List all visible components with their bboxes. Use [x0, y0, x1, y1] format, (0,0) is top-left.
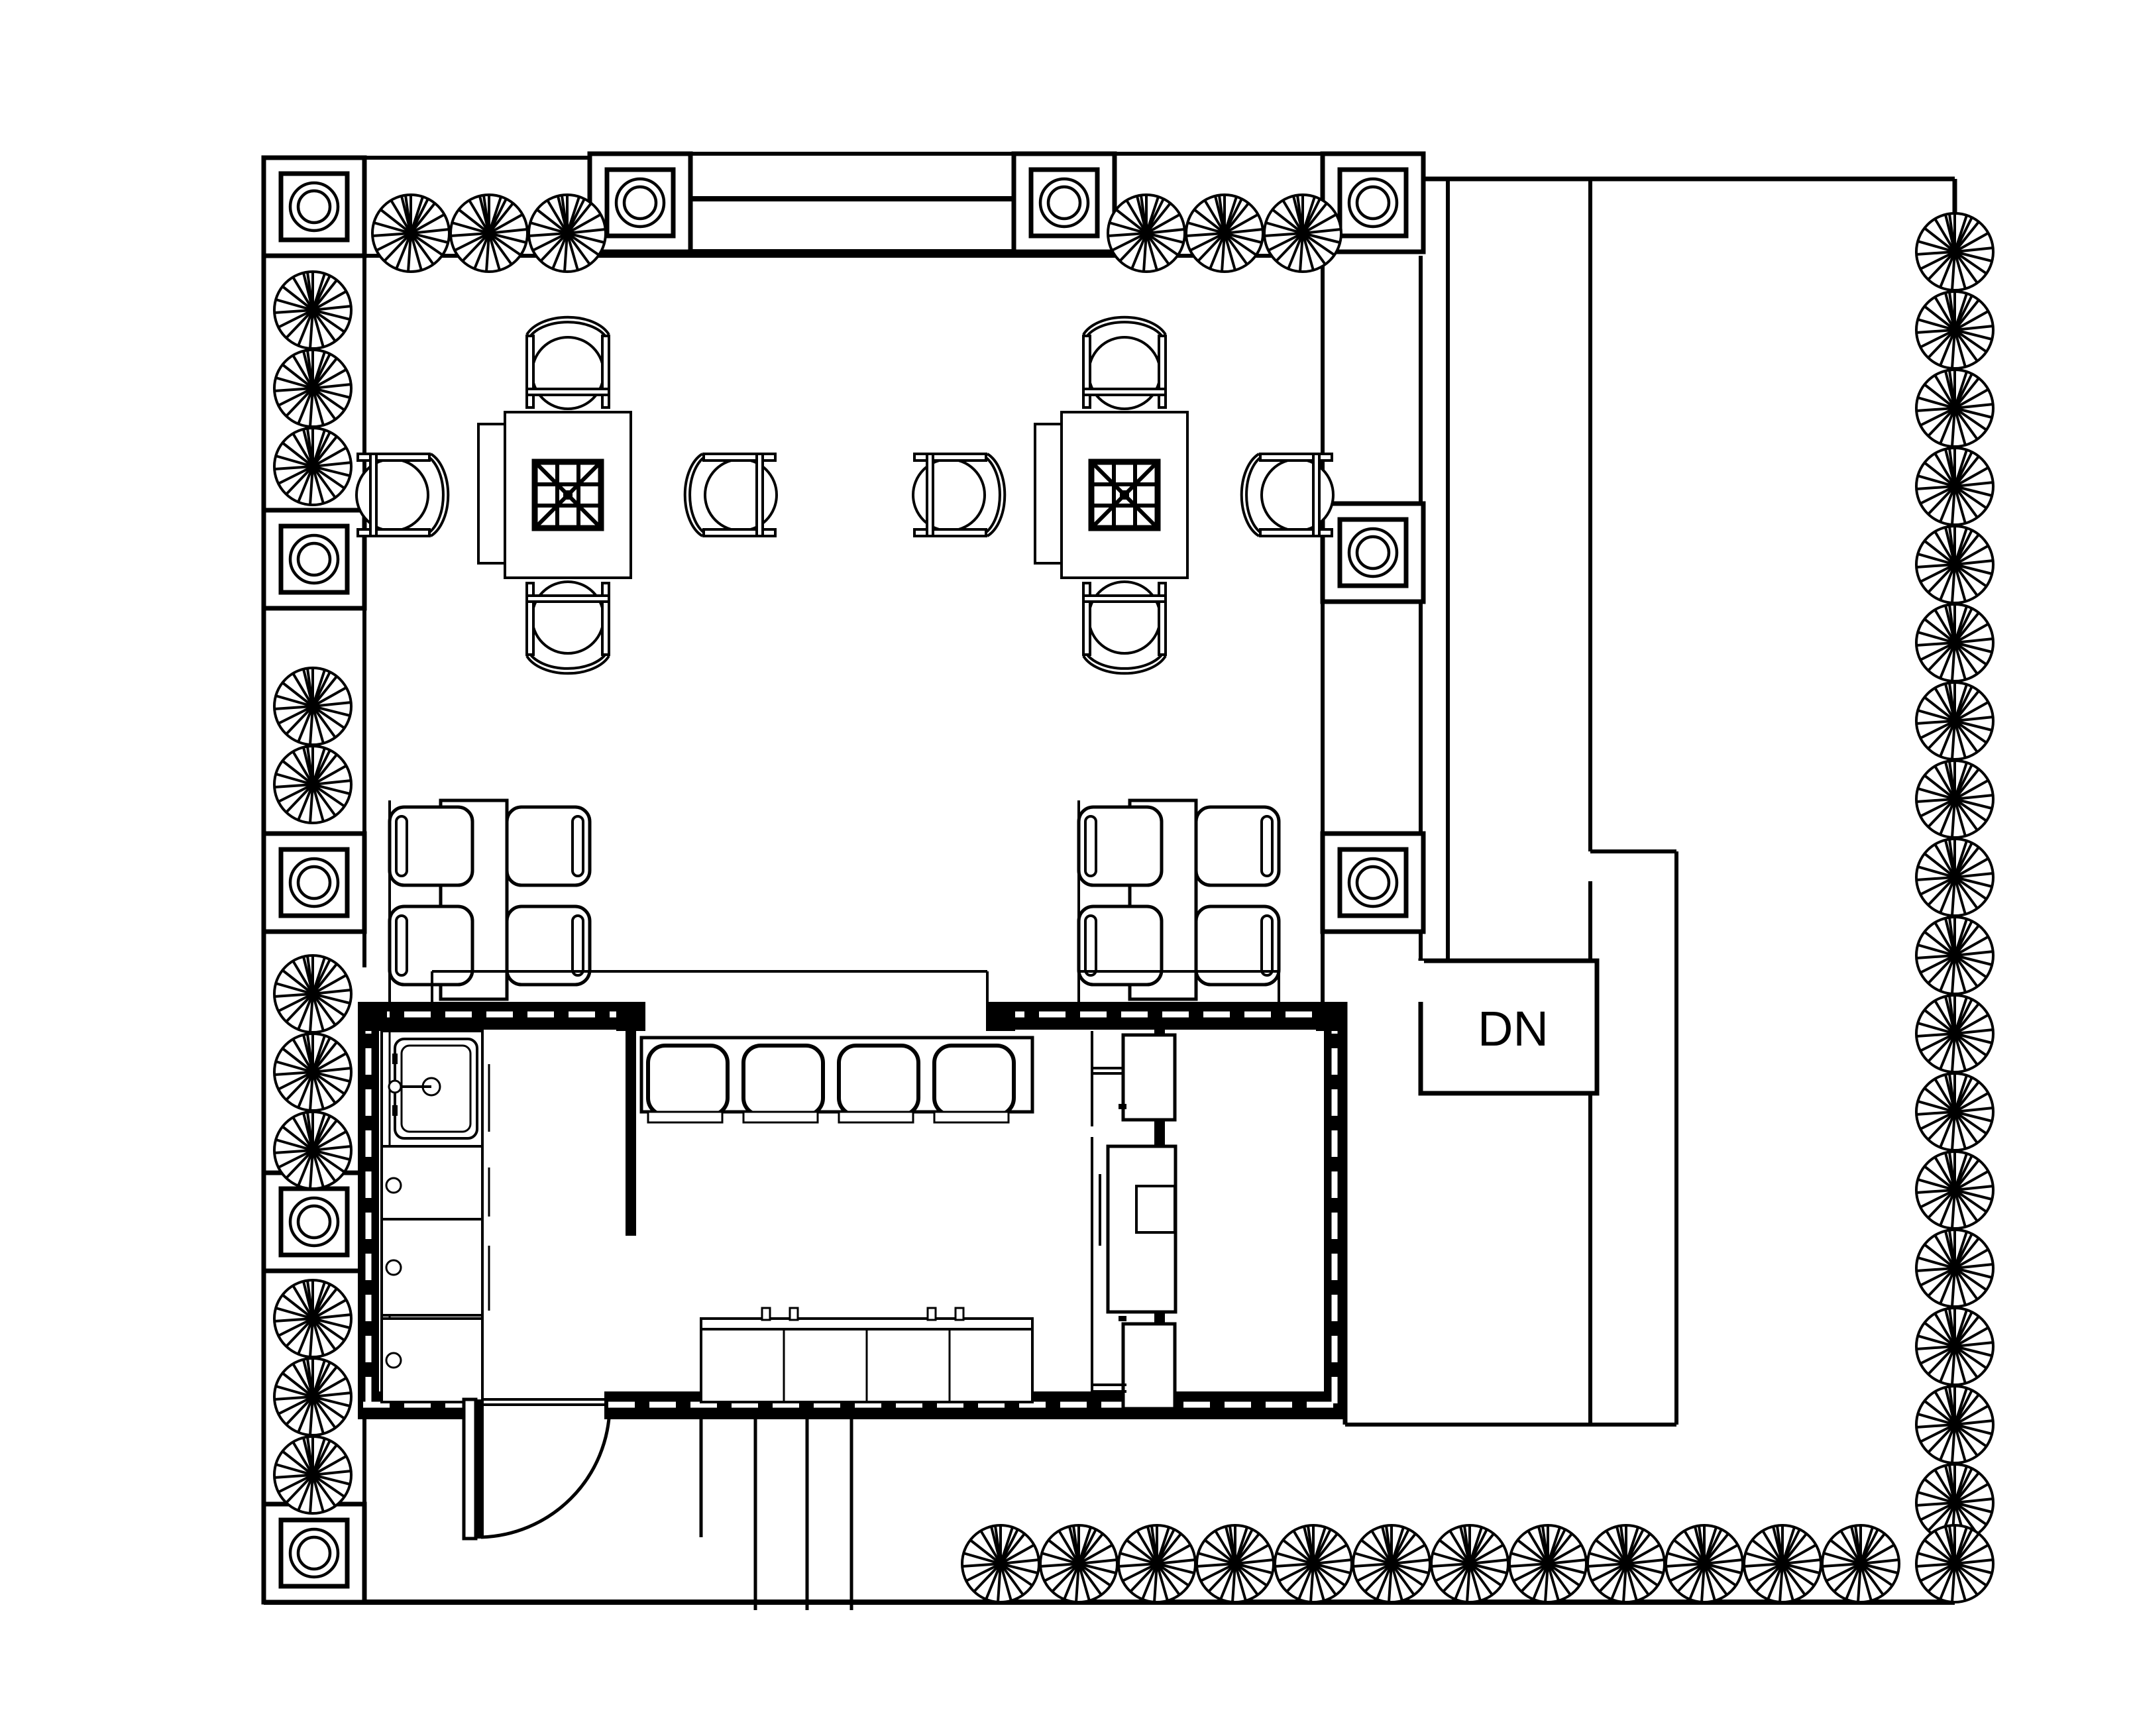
faucet-icon: [388, 1079, 402, 1094]
refrigerator-lower: [1121, 1322, 1177, 1411]
sink-unit: [388, 1038, 478, 1140]
column-w-1: [264, 510, 364, 608]
column-w-2: [264, 834, 364, 932]
stair-down-outline: DN: [1417, 958, 1600, 1096]
tree-group-top-right: [1107, 193, 1342, 273]
chair-west-right: [912, 453, 1007, 537]
lounge-group-left: [390, 798, 590, 1002]
table-umbrella-detail-right: [1091, 462, 1158, 528]
kitchen-entry-door[interactable]: [462, 1397, 612, 1541]
armchair-rt-2: [507, 906, 590, 985]
chair-north-left: [525, 315, 610, 410]
armchair-lt-1: [390, 807, 472, 885]
column-nw: [264, 158, 364, 256]
chair-east-left: [683, 453, 778, 537]
stair-direction-label: DN: [1478, 1001, 1549, 1056]
dining-set-right: [912, 315, 1335, 675]
burner-3: [837, 1044, 920, 1117]
burner-1: [646, 1044, 730, 1117]
cabinet-handles: [761, 1307, 965, 1321]
chair-south-right: [1082, 580, 1167, 675]
dining-set-left: [355, 315, 778, 675]
prep-counter: [700, 1307, 1034, 1403]
armchair-lt-4: [1079, 906, 1162, 985]
column-n-2: [1014, 154, 1115, 252]
armchair-rt-3: [1196, 807, 1279, 885]
door-swing-arc: [480, 1408, 612, 1539]
tree-group-west-lower: [273, 954, 353, 1190]
armchair-lt-3: [1079, 807, 1162, 885]
column-sw: [264, 1504, 364, 1602]
appliance-run-east: [1091, 1031, 1177, 1411]
chair-south-left: [525, 580, 610, 675]
column-e-1: [1323, 504, 1423, 602]
armchair-rt-1: [507, 807, 590, 885]
burner-2: [741, 1044, 825, 1117]
south-paving-lines: [699, 1419, 853, 1610]
table-umbrella-detail-left: [535, 462, 601, 528]
burner-4: [932, 1044, 1016, 1117]
lounge-group-right: [1079, 798, 1279, 1002]
chair-north-right: [1082, 315, 1167, 410]
tree-group-west-bottom: [273, 1279, 353, 1515]
column-e-2: [1323, 834, 1423, 932]
refrigerator-upper: [1121, 1033, 1177, 1122]
tree-group-top-left: [371, 193, 607, 273]
armchair-rt-4: [1196, 906, 1279, 985]
kitchen-fixtures: [380, 970, 1279, 1411]
cooktop-counter: [639, 1036, 1034, 1124]
chair-west-left: [355, 453, 450, 537]
tree-group-west-upper: [273, 270, 353, 506]
kitchen-north-ledge: [431, 971, 1280, 1002]
chair-east-right: [1240, 453, 1335, 537]
